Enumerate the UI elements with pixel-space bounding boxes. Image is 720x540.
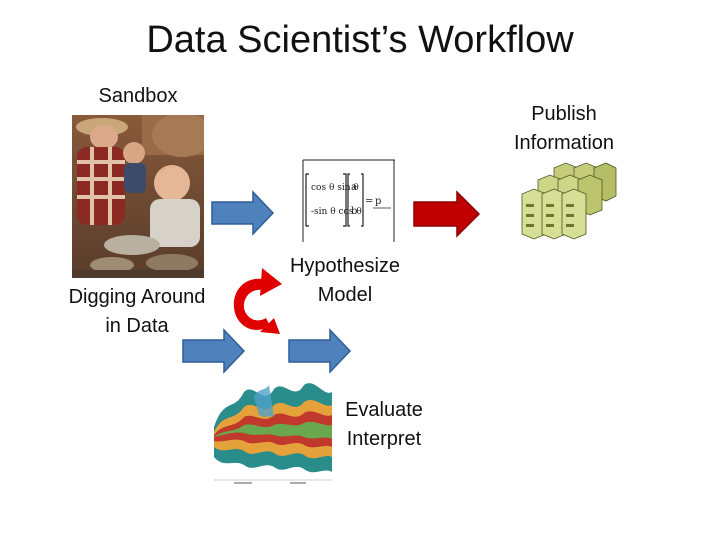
equations-image: cos θ sin θ -sin θ cos θ a b = p [299, 158, 395, 244]
curved-loop-arrow [233, 268, 282, 334]
streamgraph-image [214, 377, 332, 487]
red-arrow-publish [413, 190, 481, 238]
hypothesize-label-line2: Model [317, 284, 373, 306]
svg-text:p: p [375, 196, 381, 207]
svg-text:cos θ sin θ: cos θ sin θ [311, 183, 359, 193]
digging-label-line2: in Data [105, 315, 169, 337]
hypothesize-label-line1: Hypothesize [289, 255, 401, 277]
sandbox-label: Sandbox [98, 85, 178, 107]
servers-image [518, 160, 618, 240]
evaluate-label-line1: Evaluate [345, 399, 423, 421]
publish-label-line2: Information [513, 132, 615, 154]
hypothesize-model-label: Hypothesize Model [275, 252, 415, 310]
blue-arrow-top-left [211, 190, 275, 236]
svg-text:=: = [365, 196, 373, 207]
evaluate-interpret-label: Evaluate Interpret [322, 396, 446, 454]
evaluate-label-line2: Interpret [346, 428, 422, 450]
svg-text:a: a [351, 182, 357, 193]
svg-text:b: b [351, 206, 357, 217]
blue-arrow-bottom-left [182, 328, 246, 374]
children-digging-photo [72, 115, 204, 278]
digging-around-label: Digging Around in Data [56, 283, 218, 341]
svg-text:-sin θ cos θ: -sin θ cos θ [311, 207, 362, 217]
page-title: Data Scientist’s Workflow [146, 19, 574, 61]
publish-label-line1: Publish [531, 103, 597, 125]
blue-arrow-bottom-middle [288, 328, 352, 374]
digging-label-line1: Digging Around [68, 286, 206, 308]
publish-information-label: Publish Information [494, 100, 634, 158]
